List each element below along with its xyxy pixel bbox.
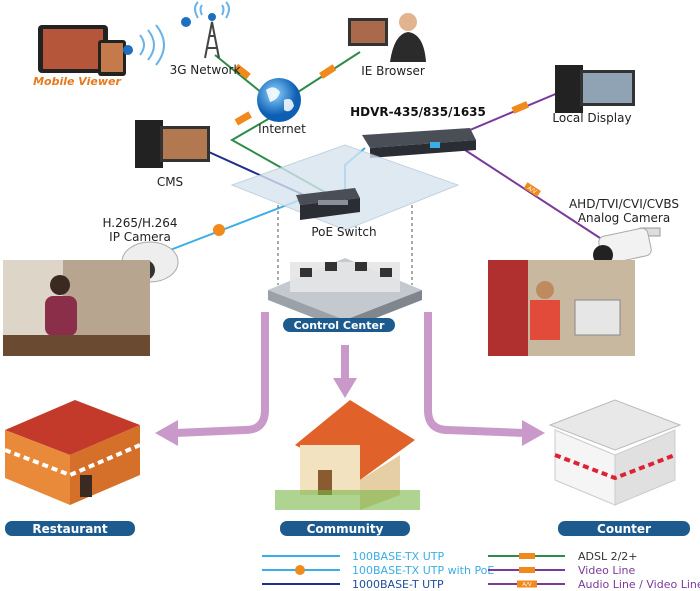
- analog-camera-label-1: AHD/TVI/CVI/CVBS: [569, 197, 679, 211]
- counter-pill: [558, 521, 690, 536]
- local-display-label: Local Display: [552, 111, 631, 125]
- ip-camera-scene-photo: [3, 260, 150, 356]
- mobile-viewer-label: Mobile Viewer: [33, 75, 121, 88]
- av-badge: [523, 182, 541, 197]
- control-center-label: Control Center: [294, 319, 385, 332]
- control-center-pill: [283, 318, 395, 332]
- legend-100base-tx: 100BASE-TX UTP: [352, 550, 444, 563]
- ie-browser-label: IE Browser: [361, 64, 425, 78]
- distribution-arrows: [174, 312, 526, 437]
- cms-label: CMS: [157, 175, 183, 189]
- adsl-badge: [319, 64, 337, 79]
- legend-av-badge: [517, 580, 537, 588]
- community-label: Community: [307, 522, 384, 536]
- poe-badge: [295, 565, 305, 575]
- counter-store: [548, 399, 682, 506]
- restaurant-pill: [5, 521, 135, 536]
- counter-label: Counter: [597, 522, 651, 536]
- legend-audio-video-line: Audio Line / Video Line: [578, 578, 700, 591]
- poe-switch-icon: [296, 188, 360, 220]
- poe-switch-label: PoE Switch: [311, 225, 376, 239]
- local-display-computer: [555, 65, 635, 113]
- line-ipcam-switch: [164, 199, 301, 253]
- adsl-badge: [233, 63, 251, 80]
- 3g-network-label: 3G Network: [170, 63, 241, 77]
- legend-1000base-t: 1000BASE-T UTP: [352, 578, 444, 591]
- legend-100base-tx-poe: 100BASE-TX UTP with PoE: [352, 564, 494, 577]
- legend-video-line: Video Line: [578, 564, 635, 577]
- internet-label: Internet: [258, 122, 306, 136]
- line-hdvr-analogcam: [464, 149, 601, 239]
- cms-computer: [135, 120, 210, 168]
- legend-adsl: ADSL 2/2+: [578, 550, 638, 563]
- arrow-heads: [155, 378, 545, 446]
- av-badge-text: A/V: [526, 185, 537, 195]
- legend-av-badge-text: A/V: [522, 582, 532, 588]
- ip-camera-label-1: H.265/H.264: [102, 216, 177, 230]
- globe-icon: [257, 78, 301, 122]
- ip-camera-label-2: IP Camera: [109, 230, 171, 244]
- adsl-badge: [234, 111, 252, 126]
- poe-badge: [213, 224, 225, 236]
- video-badge: [511, 101, 529, 114]
- line-3g-internet: [214, 54, 263, 94]
- community-pill: [280, 521, 410, 536]
- hdvr-label: HDVR-435/835/1635: [350, 105, 486, 119]
- hdvr-device: [362, 128, 476, 158]
- legend: 100BASE-TX UTP 100BASE-TX UTP with PoE 1…: [262, 550, 700, 591]
- cell-tower-icon: [181, 1, 230, 59]
- analog-camera-scene-photo: [488, 260, 635, 356]
- analog-camera-label-2: Analog Camera: [578, 211, 670, 225]
- bullet-camera-icon: [593, 227, 661, 265]
- mobile-viewer: [38, 24, 165, 76]
- restaurant-building: [4, 400, 141, 505]
- community-house: [275, 400, 420, 510]
- line-badges: A/V: [213, 63, 541, 236]
- ie-browser-user: [348, 13, 426, 62]
- restaurant-label: Restaurant: [32, 522, 107, 536]
